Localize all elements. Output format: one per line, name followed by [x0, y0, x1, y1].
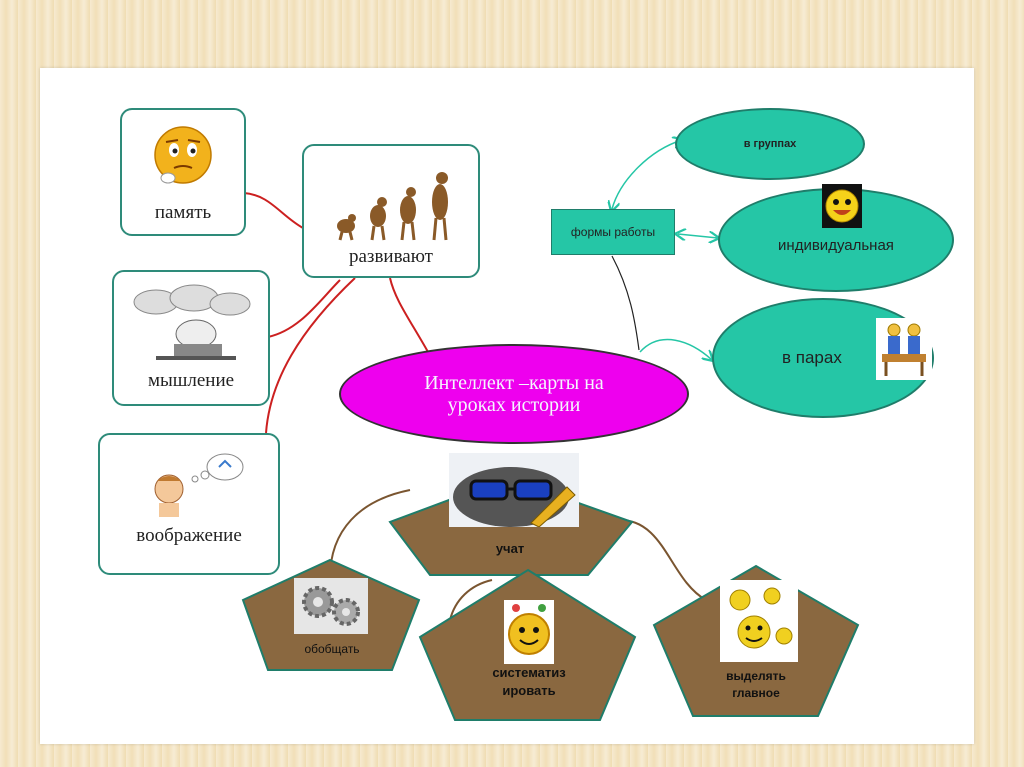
link-memory [243, 192, 304, 229]
individual-label: индивидуальная [778, 236, 894, 254]
link-center [389, 277, 429, 353]
memory-label: память [154, 202, 212, 223]
smiley-icon [822, 184, 862, 228]
highlight-line-1: выделять [726, 669, 786, 683]
groups-label: в группах [743, 138, 797, 150]
systematize-line-2: ировать [502, 683, 556, 698]
pairs-label: в парах [782, 348, 842, 367]
highlight-line-2: главное [732, 686, 780, 700]
generalize-label: обобщать [304, 642, 360, 656]
systematize-line-1: систематиз [492, 665, 566, 680]
node-forms: формы работы [551, 209, 675, 255]
link-highlight [619, 519, 707, 601]
central-topic: Интеллект –карты на уроках истории [339, 344, 689, 444]
thinking-smiley-icon [154, 126, 212, 184]
node-develop: развивают [302, 144, 480, 278]
human-evolution-icon [337, 172, 448, 241]
develop-label: развивают [349, 246, 433, 267]
node-memory: память [120, 108, 246, 236]
glasses-pencil-icon [449, 453, 579, 527]
center-line-1: Интеллект –карты на [424, 372, 604, 394]
dreaming-person-icon [154, 453, 244, 517]
gears-icon [294, 578, 368, 634]
smiley-group-icon [720, 580, 798, 662]
arrow-pairs [639, 338, 712, 360]
link-imagination [265, 277, 356, 434]
node-groups: в группах [675, 108, 865, 180]
systematize-label: систематиз ировать [470, 664, 588, 700]
thinking-label: мышление [147, 370, 235, 391]
link-systematize [449, 579, 493, 621]
pair-work-icon [876, 318, 932, 380]
arrow-groups [612, 140, 682, 209]
imagination-label: воображение [136, 525, 242, 546]
clock-smiley-icon [504, 600, 554, 664]
arrow-individual [678, 234, 718, 238]
forms-label: формы работы [570, 225, 656, 239]
brainstorm-cloud-icon [133, 284, 251, 360]
teach-label: учат [495, 541, 525, 556]
node-thinking: мышление [112, 270, 270, 406]
center-line-2: уроках истории [447, 394, 581, 416]
link-forms [611, 255, 640, 351]
highlight-label: выделять главное [706, 668, 806, 702]
node-imagination: воображение [98, 433, 280, 575]
link-thinking [267, 279, 341, 338]
